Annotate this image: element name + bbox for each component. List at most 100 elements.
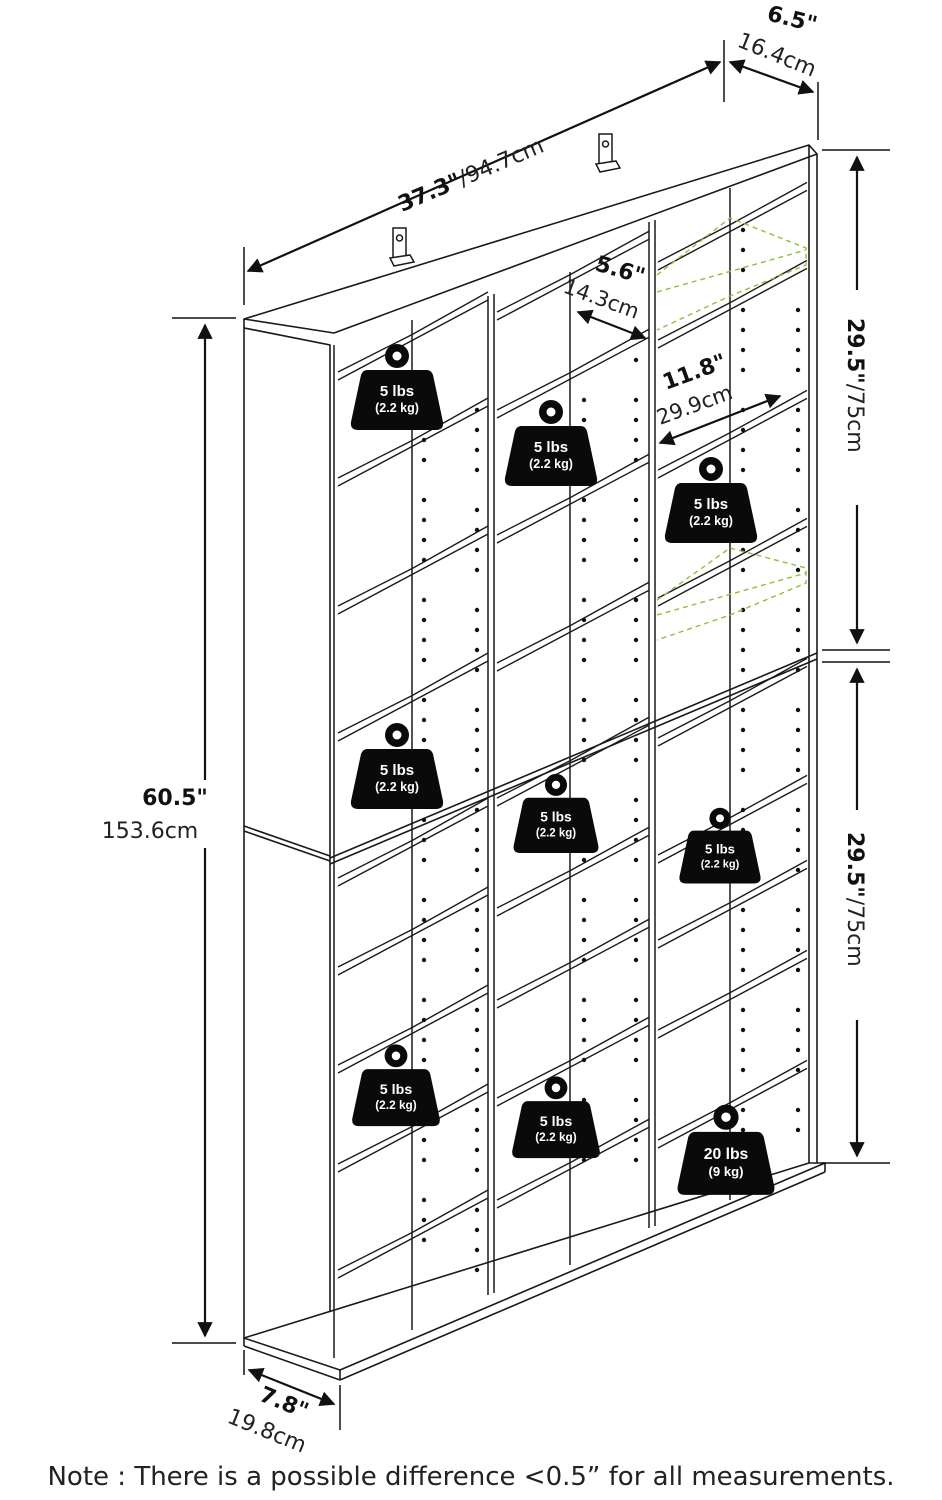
shelf-edge: [337, 299, 489, 381]
shelf-pin-hole: [633, 457, 639, 463]
shelf-pin-hole: [474, 467, 480, 473]
height-metric: 153.6cm: [102, 819, 199, 844]
weight-lbs: 5 lbs: [380, 1082, 413, 1098]
shelf: [337, 1083, 489, 1165]
shelf-pin-hole: [633, 797, 639, 803]
shelf-pin-hole: [421, 517, 427, 523]
shelf-pin-hole: [421, 857, 427, 863]
shelf: [496, 453, 650, 536]
shelf-edge: [657, 665, 808, 747]
shelf-pin-hole: [474, 727, 480, 733]
shelf-edge: [337, 1091, 489, 1173]
shelf-pin-hole: [474, 1127, 480, 1133]
weight-icon: 5 lbs(2.2 kg): [512, 1076, 600, 1159]
shelf-pin-hole: [633, 817, 639, 823]
shelf: [496, 826, 650, 909]
shelf-pin-hole: [740, 947, 746, 953]
shelf-pin-hole: [421, 1017, 427, 1023]
weight-lbs: 20 lbs: [704, 1146, 749, 1163]
shelf-pin-hole: [795, 727, 801, 733]
weight-lbs: 5 lbs: [694, 496, 728, 513]
weight-kg: (2.2 kg): [701, 859, 740, 871]
shelf-pin-hole: [795, 367, 801, 373]
shelf-pin-hole: [740, 1067, 746, 1073]
shelf-pin-hole: [740, 247, 746, 253]
shelf-pin-hole: [474, 967, 480, 973]
weight-icon: 5 lbs(2.2 kg): [664, 457, 758, 543]
shelf-pin-hole: [474, 667, 480, 673]
weight-kg: (2.2 kg): [536, 827, 576, 839]
shelf: [496, 716, 650, 799]
shelf-edge: [657, 867, 808, 949]
shelf: [657, 859, 808, 941]
shelf-pin-hole: [633, 1057, 639, 1063]
shelf-pin-hole: [795, 1127, 801, 1133]
shelf-pin-hole: [581, 737, 587, 743]
shelf-pin-hole: [740, 607, 746, 613]
shelf-pin-hole: [740, 567, 746, 573]
shelf-pin-hole: [633, 557, 639, 563]
shelf-pin-hole: [421, 1217, 427, 1223]
shelf-pin-hole: [740, 967, 746, 973]
shelf-pin-hole: [633, 1137, 639, 1143]
weight-lbs: 5 lbs: [705, 842, 735, 857]
shelf-pin-hole: [581, 557, 587, 563]
shelf-edge: [496, 926, 650, 1009]
shelf: [496, 328, 650, 411]
shelf-pin-hole: [474, 1067, 480, 1073]
shelf: [657, 259, 808, 341]
weight-kg: (2.2 kg): [535, 1130, 577, 1144]
vertical-dividers: [333, 188, 731, 1358]
shelf-pin-hole: [633, 697, 639, 703]
shelf-pin-hole: [581, 617, 587, 623]
shelf-pin-hole: [740, 1027, 746, 1033]
shelf-pin-hole: [633, 997, 639, 1003]
shelf-pin-hole: [795, 1027, 801, 1033]
shelf-pin-hole: [633, 437, 639, 443]
weight-lbs: 5 lbs: [534, 439, 568, 456]
shelf-pin-hole: [633, 537, 639, 543]
shelf-pin-hole: [474, 1007, 480, 1013]
shelf-pin-hole: [633, 397, 639, 403]
shelf-pin-hole: [581, 1157, 587, 1163]
shelf-pin-hole: [740, 767, 746, 773]
shelf-pin-hole: [581, 537, 587, 543]
shelf-pin-hole: [581, 1017, 587, 1023]
shelf-pin-hole: [740, 1127, 746, 1133]
shelf-pin-hole: [795, 867, 801, 873]
shelf-pin-hole: [474, 707, 480, 713]
shelf-edge: [337, 1197, 489, 1279]
shelf: [337, 652, 489, 734]
lower-section-label: 29.5"/75cm: [842, 832, 867, 967]
weight-lbs: 5 lbs: [540, 1114, 573, 1130]
weight-kg: (2.2 kg): [375, 1098, 417, 1112]
weight-kg: (9 kg): [709, 1164, 744, 1179]
shelf-pin-hole: [795, 967, 801, 973]
shelf-pin-hole: [740, 267, 746, 273]
shelf-pin-hole: [581, 657, 587, 663]
wall-bracket-icon: [594, 133, 622, 173]
shelf-pin-hole: [795, 447, 801, 453]
shelf-pin-hole: [795, 407, 801, 413]
shelf-pin-hole: [421, 897, 427, 903]
shelf-pin-hole: [633, 857, 639, 863]
shelf-pin-hole: [795, 327, 801, 333]
shelf-pin-hole: [795, 1047, 801, 1053]
shelf-edge: [657, 525, 808, 607]
shelf-pin-hole: [740, 1107, 746, 1113]
shelf-pin-hole: [633, 957, 639, 963]
shelf-pin-hole: [740, 327, 746, 333]
shelf-pin-hole: [581, 917, 587, 923]
shelf-edge: [337, 894, 489, 976]
shelf-pin-hole: [740, 707, 746, 713]
shelf-edge: [337, 992, 489, 1074]
shelf-pin-hole: [740, 747, 746, 753]
shelf-pin-hole: [740, 627, 746, 633]
shelf-pin-hole: [795, 667, 801, 673]
shelf-pin-hole: [633, 417, 639, 423]
shelf-pin-hole: [740, 907, 746, 913]
shelf-pin-hole: [633, 497, 639, 503]
shelf-edge: [496, 589, 650, 672]
shelf-pin-hole: [795, 307, 801, 313]
